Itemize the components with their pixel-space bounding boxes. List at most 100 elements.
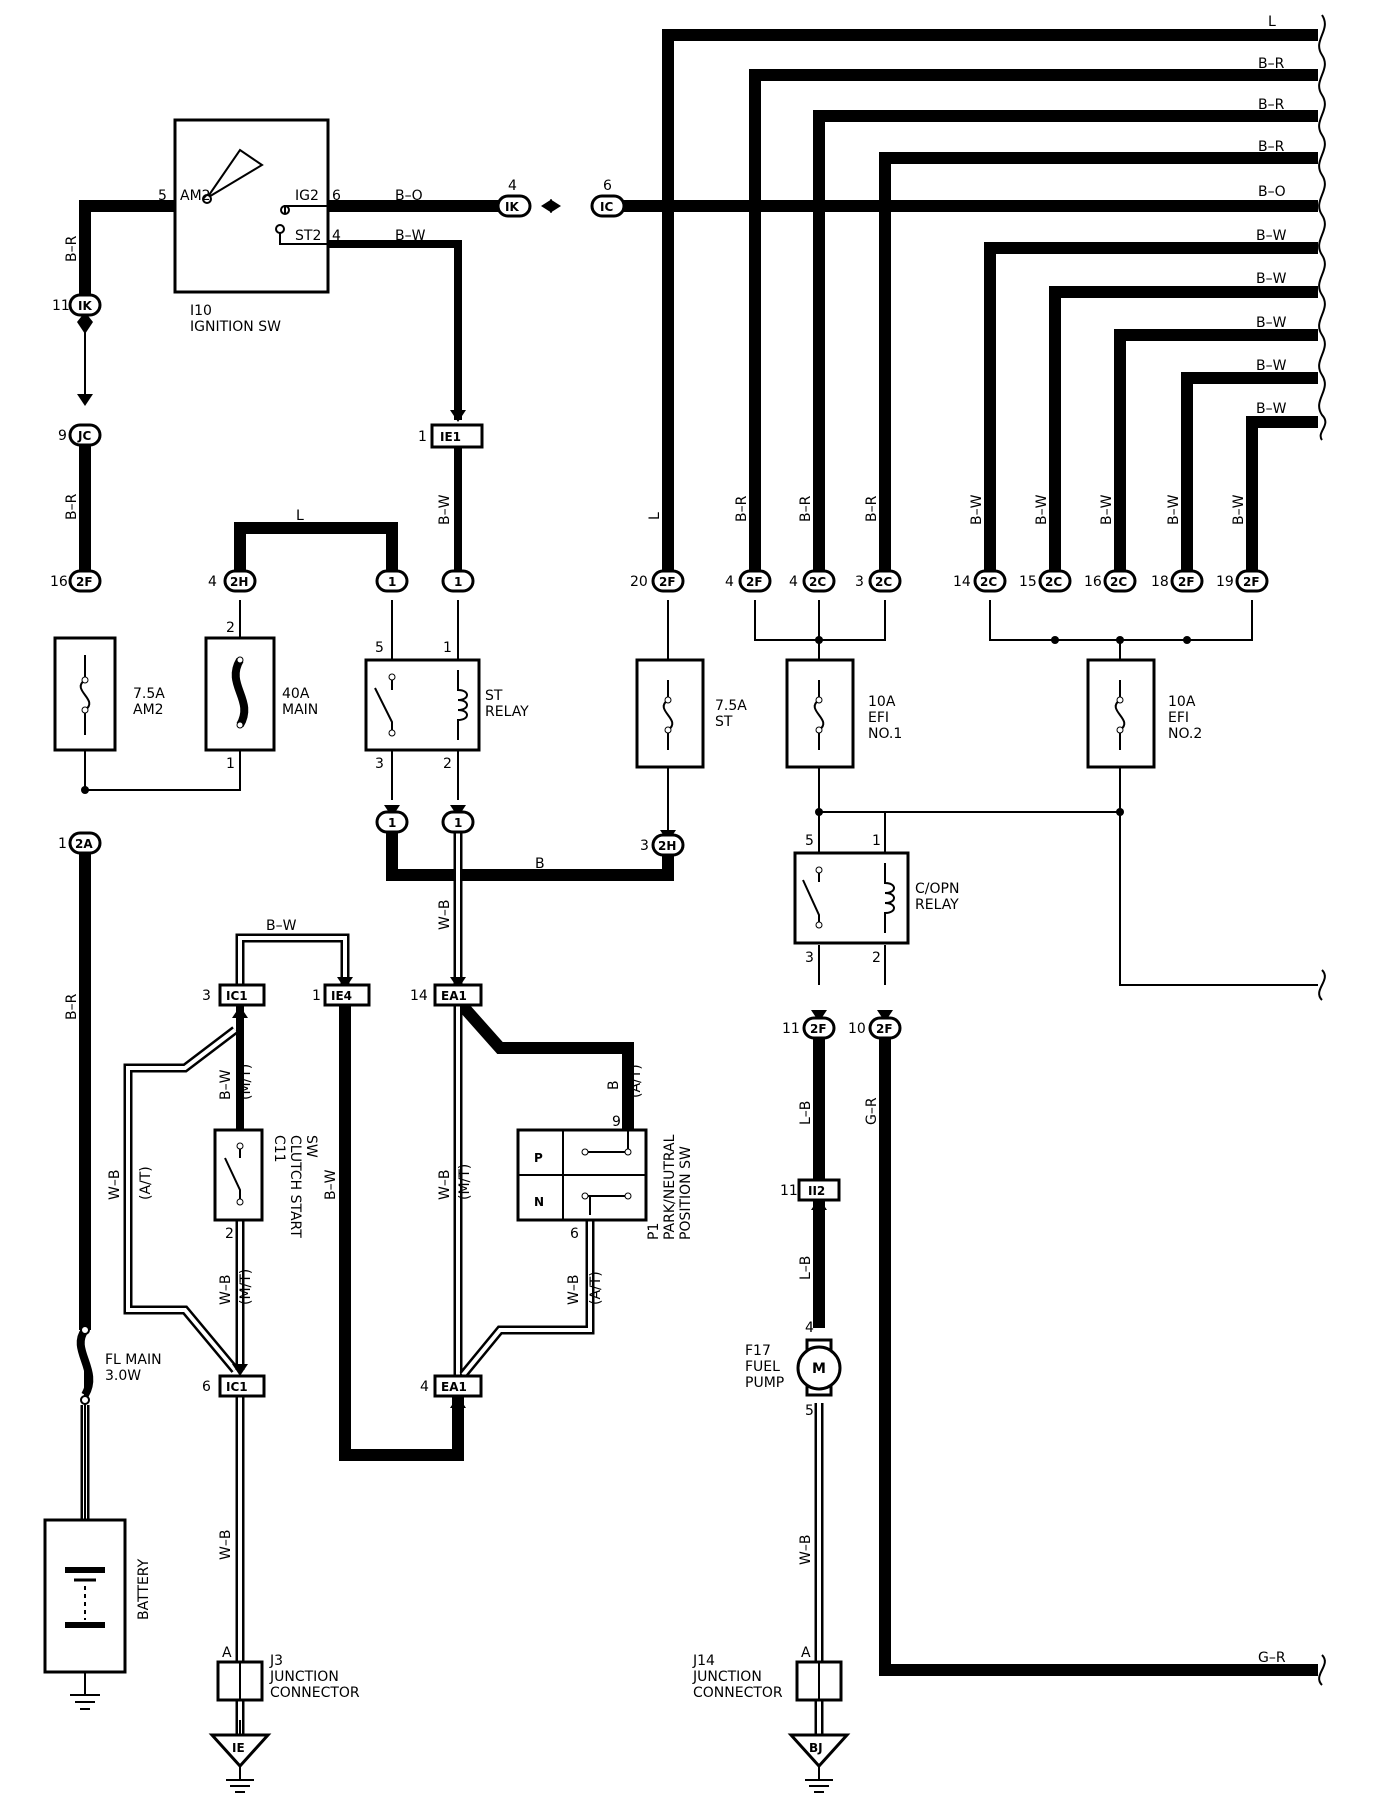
connector-2h-4: 2H4 (208, 569, 257, 593)
svg-text:B–W: B–W (1166, 494, 1182, 525)
park-neutral-switch: P N P1 PARK/NEUTRAL POSITION SW (516, 1128, 694, 1240)
svg-text:20: 20 (630, 574, 648, 590)
svg-text:2F: 2F (76, 575, 93, 589)
junction-dots (81, 636, 1191, 816)
connector-2a-1: 2A1 (58, 831, 102, 855)
connector-ic1-3: IC1 3 (202, 983, 266, 1007)
svg-text:B–W: B–W (1256, 271, 1287, 287)
svg-text:11: 11 (52, 298, 70, 314)
svg-text:B–W: B–W (1099, 494, 1115, 525)
wire-bw-ie4-ea1 (339, 1003, 464, 1461)
svg-text:1: 1 (312, 988, 321, 1004)
svg-text:4: 4 (332, 228, 341, 244)
svg-text:2F: 2F (1178, 575, 1195, 589)
fuse-efi2: 10A EFI NO.2 (1086, 658, 1202, 769)
svg-text:EA1: EA1 (441, 1380, 467, 1394)
svg-text:3: 3 (202, 988, 211, 1004)
svg-text:W–B: W–B (107, 1170, 123, 1200)
svg-text:L: L (1268, 14, 1276, 30)
svg-text:5: 5 (805, 1403, 814, 1419)
wire-br-bus-1 (749, 69, 1318, 581)
svg-text:7.5A: 7.5A (715, 698, 747, 714)
svg-text:11: 11 (780, 1183, 798, 1199)
svg-text:2C: 2C (980, 575, 997, 589)
svg-text:9: 9 (58, 428, 67, 444)
svg-text:B–R: B–R (734, 495, 750, 522)
svg-text:IC1: IC1 (226, 1380, 248, 1394)
fusible-link-main: FL MAIN 3.0W (76, 1325, 162, 1405)
svg-text:EA1: EA1 (441, 989, 467, 1003)
svg-text:2F: 2F (746, 575, 763, 589)
svg-text:B–W: B–W (218, 1069, 234, 1100)
wire-gr (879, 1028, 1318, 1676)
svg-text:4: 4 (805, 1320, 814, 1336)
svg-text:L: L (647, 512, 663, 520)
svg-text:B–W: B–W (1256, 315, 1287, 331)
svg-text:G–R: G–R (864, 1097, 880, 1125)
svg-text:W–B: W–B (218, 1530, 234, 1560)
svg-text:1: 1 (58, 836, 67, 852)
svg-text:B–W: B–W (1231, 494, 1247, 525)
svg-text:2C: 2C (1045, 575, 1062, 589)
ignition-switch: AM2 IG2 ST2 I10 IGNITION SW (173, 118, 330, 335)
connector-ik-4: IK4 (496, 178, 532, 218)
svg-text:B–O: B–O (1258, 184, 1286, 200)
svg-text:4: 4 (508, 178, 517, 194)
fuel-pump: M F17 FUEL PUMP (745, 1338, 842, 1397)
ig-am2-label: AM2 (180, 188, 211, 204)
svg-text:11: 11 (782, 1021, 800, 1037)
ig-name: IGNITION SW (190, 319, 281, 335)
svg-text:B–W: B–W (323, 1169, 339, 1200)
ig-ig2-label: IG2 (295, 188, 319, 204)
svg-text:9: 9 (612, 1114, 621, 1130)
svg-text:B–W: B–W (1256, 401, 1287, 417)
wire-color-labels-horizontal: L B–R B–R B–R B–O B–W B–W B–W B–W B–W G–… (266, 14, 1287, 1666)
svg-text:EFI: EFI (1168, 710, 1189, 726)
svg-text:L–B: L–B (798, 1101, 814, 1125)
svg-text:2C: 2C (1110, 575, 1127, 589)
wire-l-2h-relay (234, 522, 398, 581)
wire-am2-main-joint (84, 750, 241, 791)
svg-text:1: 1 (388, 575, 396, 589)
svg-text:C/OPN: C/OPN (915, 881, 959, 897)
battery: BATTERY (43, 1518, 152, 1710)
svg-text:II2: II2 (808, 1184, 825, 1198)
connector-1-bw: 1 (441, 569, 475, 593)
svg-text:B–R: B–R (64, 993, 80, 1020)
svg-text:2: 2 (225, 1226, 234, 1242)
svg-text:NO.1: NO.1 (868, 726, 902, 742)
svg-text:N: N (534, 1195, 544, 1209)
svg-text:W–B: W–B (437, 900, 453, 930)
svg-text:JUNCTION: JUNCTION (269, 1669, 339, 1685)
svg-text:CONNECTOR: CONNECTOR (270, 1685, 360, 1701)
svg-text:2C: 2C (809, 575, 826, 589)
svg-text:CONNECTOR: CONNECTOR (693, 1685, 783, 1701)
pin-numbers: 5 6 4 2 1 5 1 3 2 5 1 3 2 9 6 2 4 5 (158, 188, 881, 1419)
svg-text:IC1: IC1 (226, 989, 248, 1003)
wire-br-am2 (79, 200, 175, 305)
svg-text:L–B: L–B (798, 1256, 814, 1280)
svg-text:W–B: W–B (218, 1275, 234, 1305)
connector-2h-3: 2H3 (640, 833, 685, 857)
connector-2c-4: 2C 4 (789, 569, 836, 593)
svg-text:B–R: B–R (1258, 97, 1285, 113)
svg-text:B–R: B–R (864, 495, 880, 522)
wire-b-relay-st (386, 822, 674, 881)
svg-text:C11: C11 (271, 1135, 287, 1163)
svg-text:4: 4 (789, 574, 798, 590)
svg-text:16: 16 (50, 574, 68, 590)
svg-text:19: 19 (1216, 574, 1234, 590)
svg-text:1: 1 (226, 756, 235, 772)
svg-text:ST: ST (485, 688, 503, 704)
svg-text:B–W: B–W (266, 918, 297, 934)
svg-text:W–B: W–B (798, 1535, 814, 1565)
svg-text:4: 4 (725, 574, 734, 590)
svg-text:IE: IE (232, 1741, 245, 1755)
